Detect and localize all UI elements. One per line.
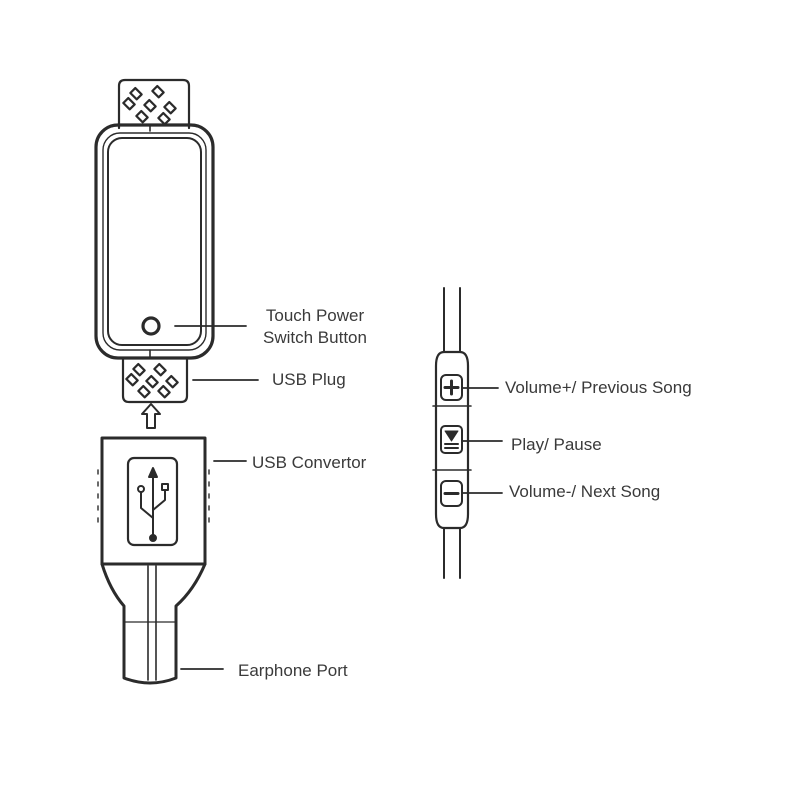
plus-icon	[443, 379, 460, 396]
label-volume-minus: Volume-/ Next Song	[509, 482, 661, 501]
label-usb-plug: USB Plug	[272, 370, 346, 389]
earphone-cable	[443, 287, 461, 579]
usb-convertor	[97, 436, 210, 685]
player-top-tab	[117, 78, 191, 130]
label-earphone-port: Earphone Port	[238, 661, 348, 680]
leader-lines	[174, 325, 503, 670]
label-touch-power-line2: Switch Button	[263, 328, 367, 347]
usb-plug	[121, 356, 189, 404]
player-body	[94, 123, 215, 360]
touch-power-button[interactable]	[141, 316, 161, 336]
label-volume-plus: Volume+/ Previous Song	[505, 378, 692, 397]
label-touch-power-switch: Touch Power Switch Button	[248, 305, 382, 349]
play-pause-icon	[444, 430, 459, 449]
play-pause-button[interactable]	[440, 425, 463, 454]
usb-symbol-icon	[137, 467, 169, 542]
inline-remote	[432, 350, 472, 530]
label-usb-convertor: USB Convertor	[252, 453, 367, 472]
label-play-pause: Play/ Pause	[511, 435, 602, 454]
arrow-up-icon	[141, 403, 161, 429]
label-touch-power-line1: Touch Power	[265, 306, 365, 325]
